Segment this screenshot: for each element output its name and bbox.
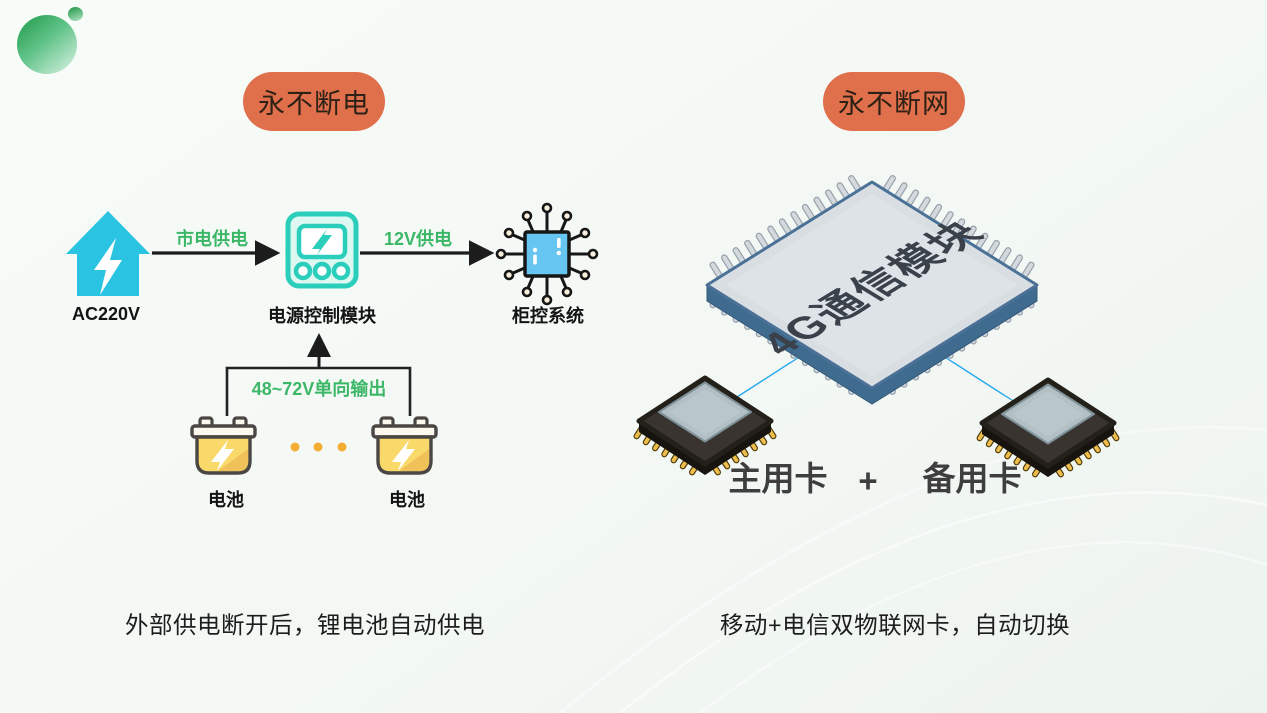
logo-circle-icon [17,15,77,74]
battery-output-label: 48~72V单向输出 [252,378,387,399]
sim-backup-label: 备用卡 [923,460,1022,497]
battery-ellipsis [290,442,347,452]
right-caption: 移动+电信双物联网卡，自动切换 [719,612,1071,638]
left-caption: 外部供电断开后，锂电池自动供电 [125,612,485,638]
battery-icon [371,416,438,475]
power-diagram: AC220V 市电供电 电源控制模块 12V供电 [66,202,599,510]
mains-supply-label: 市电供电 [176,228,248,249]
sim-chip-primary [633,375,777,476]
chip-4g [705,180,1039,405]
sim-primary-label: 主用卡 [729,460,828,497]
logo-dot-icon [68,7,83,21]
power-module-label: 电源控制模块 [268,305,377,326]
house-power-icon [66,211,150,296]
badge-never-power-off: 永不断电 [243,72,385,131]
battery-bracket [225,366,412,416]
battery-bolt-icon [392,440,415,471]
dc12-supply-label: 12V供电 [384,228,452,249]
plus-sign: + [858,462,877,499]
badge-never-offline: 永不断网 [823,72,965,131]
battery-label: 电池 [389,489,425,510]
ac220v-label: AC220V [72,304,140,324]
network-illustration: 4G通信模块 主用卡 + 备用卡 [633,175,1120,499]
sim-chip-backup [976,377,1120,478]
cabinet-chip-icon [495,202,599,306]
lightning-bolt-icon [94,238,122,295]
battery-label: 电池 [208,489,244,510]
power-module-icon [285,211,359,289]
battery-bolt-icon [211,440,234,471]
cabinet-system-label: 柜控系统 [512,305,584,326]
battery-icon [190,416,257,475]
module-bolt-icon [312,229,332,255]
